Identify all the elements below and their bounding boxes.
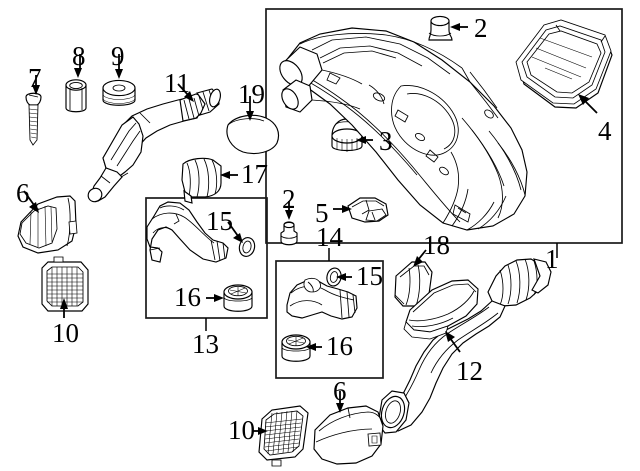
duct-13 <box>146 201 229 263</box>
callout-label-10b[interactable]: 10 <box>228 415 255 445</box>
oval-sleeve <box>65 79 87 113</box>
callout-label-16a[interactable]: 16 <box>174 282 201 312</box>
grommet-plug-lower <box>280 221 298 246</box>
grille-screen-left <box>41 256 89 312</box>
callout-label-2a[interactable]: 2 <box>474 13 488 43</box>
leader-6-lower <box>336 391 344 413</box>
callout-label-8[interactable]: 8 <box>72 41 86 71</box>
leader-10-lower <box>252 427 268 435</box>
leader-7 <box>32 75 40 95</box>
callout-label-4[interactable]: 4 <box>598 116 612 146</box>
leader-19 <box>246 96 254 121</box>
callout-label-12[interactable]: 12 <box>456 356 483 386</box>
leader-16-14 <box>306 343 322 351</box>
clip-bracket <box>347 197 389 223</box>
leader-15-14 <box>336 273 352 281</box>
cover-flap <box>226 114 280 155</box>
callout-label-18[interactable]: 18 <box>423 230 450 260</box>
grommet-plug-upper <box>428 15 453 41</box>
leader-8 <box>74 54 82 78</box>
oval-washer <box>102 79 136 106</box>
callout-label-1[interactable]: 1 <box>545 244 559 274</box>
leader-3 <box>356 136 373 144</box>
air-cleaner-housing-body <box>279 27 528 231</box>
seal-ring-13 <box>238 237 256 257</box>
resonator-16-14 <box>281 334 311 362</box>
callout-label-3[interactable]: 3 <box>379 126 393 156</box>
air-duct-right <box>377 258 552 434</box>
group-box-13 <box>145 197 268 331</box>
leader-15-13 <box>227 221 243 243</box>
leader-4 <box>578 94 598 114</box>
leader-11 <box>177 83 194 102</box>
resonator-16-13 <box>223 284 253 312</box>
callout-label-19[interactable]: 19 <box>238 79 265 109</box>
group-box-14 <box>275 248 384 379</box>
callout-label-10a[interactable]: 10 <box>52 318 79 348</box>
rubber-boot <box>181 157 222 204</box>
callout-label-15b[interactable]: 15 <box>356 261 383 291</box>
leader-2-upper <box>450 23 468 31</box>
leader-12 <box>445 331 461 353</box>
leader-9 <box>115 54 123 79</box>
leader-10-left <box>60 298 68 318</box>
callout-label-16b[interactable]: 16 <box>326 331 353 361</box>
callout-label-2b[interactable]: 2 <box>282 184 296 214</box>
callout-label-6b[interactable]: 6 <box>333 376 347 406</box>
air-intake-hose <box>87 88 221 203</box>
screw <box>25 92 42 146</box>
leader-16-13 <box>206 294 224 302</box>
duct-14 <box>286 277 358 320</box>
air-filter-element <box>515 19 613 109</box>
callout-label-17[interactable]: 17 <box>241 159 268 189</box>
callout-label-5[interactable]: 5 <box>315 198 329 228</box>
callout-label-15a[interactable]: 15 <box>206 206 233 236</box>
leader-6-left <box>23 190 39 213</box>
leader-17 <box>220 171 238 179</box>
grille-screen-lower <box>258 405 309 467</box>
callout-label-6a[interactable]: 6 <box>16 178 30 208</box>
leader-2-lower <box>285 201 293 220</box>
leader-18 <box>413 249 427 267</box>
leader-5 <box>333 205 352 213</box>
callout-label-11[interactable]: 11 <box>164 68 190 98</box>
callout-label-9[interactable]: 9 <box>111 41 125 71</box>
intake-duct-lower <box>313 405 384 465</box>
callout-label-7[interactable]: 7 <box>28 63 42 93</box>
callout-label-13[interactable]: 13 <box>192 329 219 359</box>
callout-label-14[interactable]: 14 <box>316 222 343 252</box>
intake-duct-left <box>17 195 78 254</box>
